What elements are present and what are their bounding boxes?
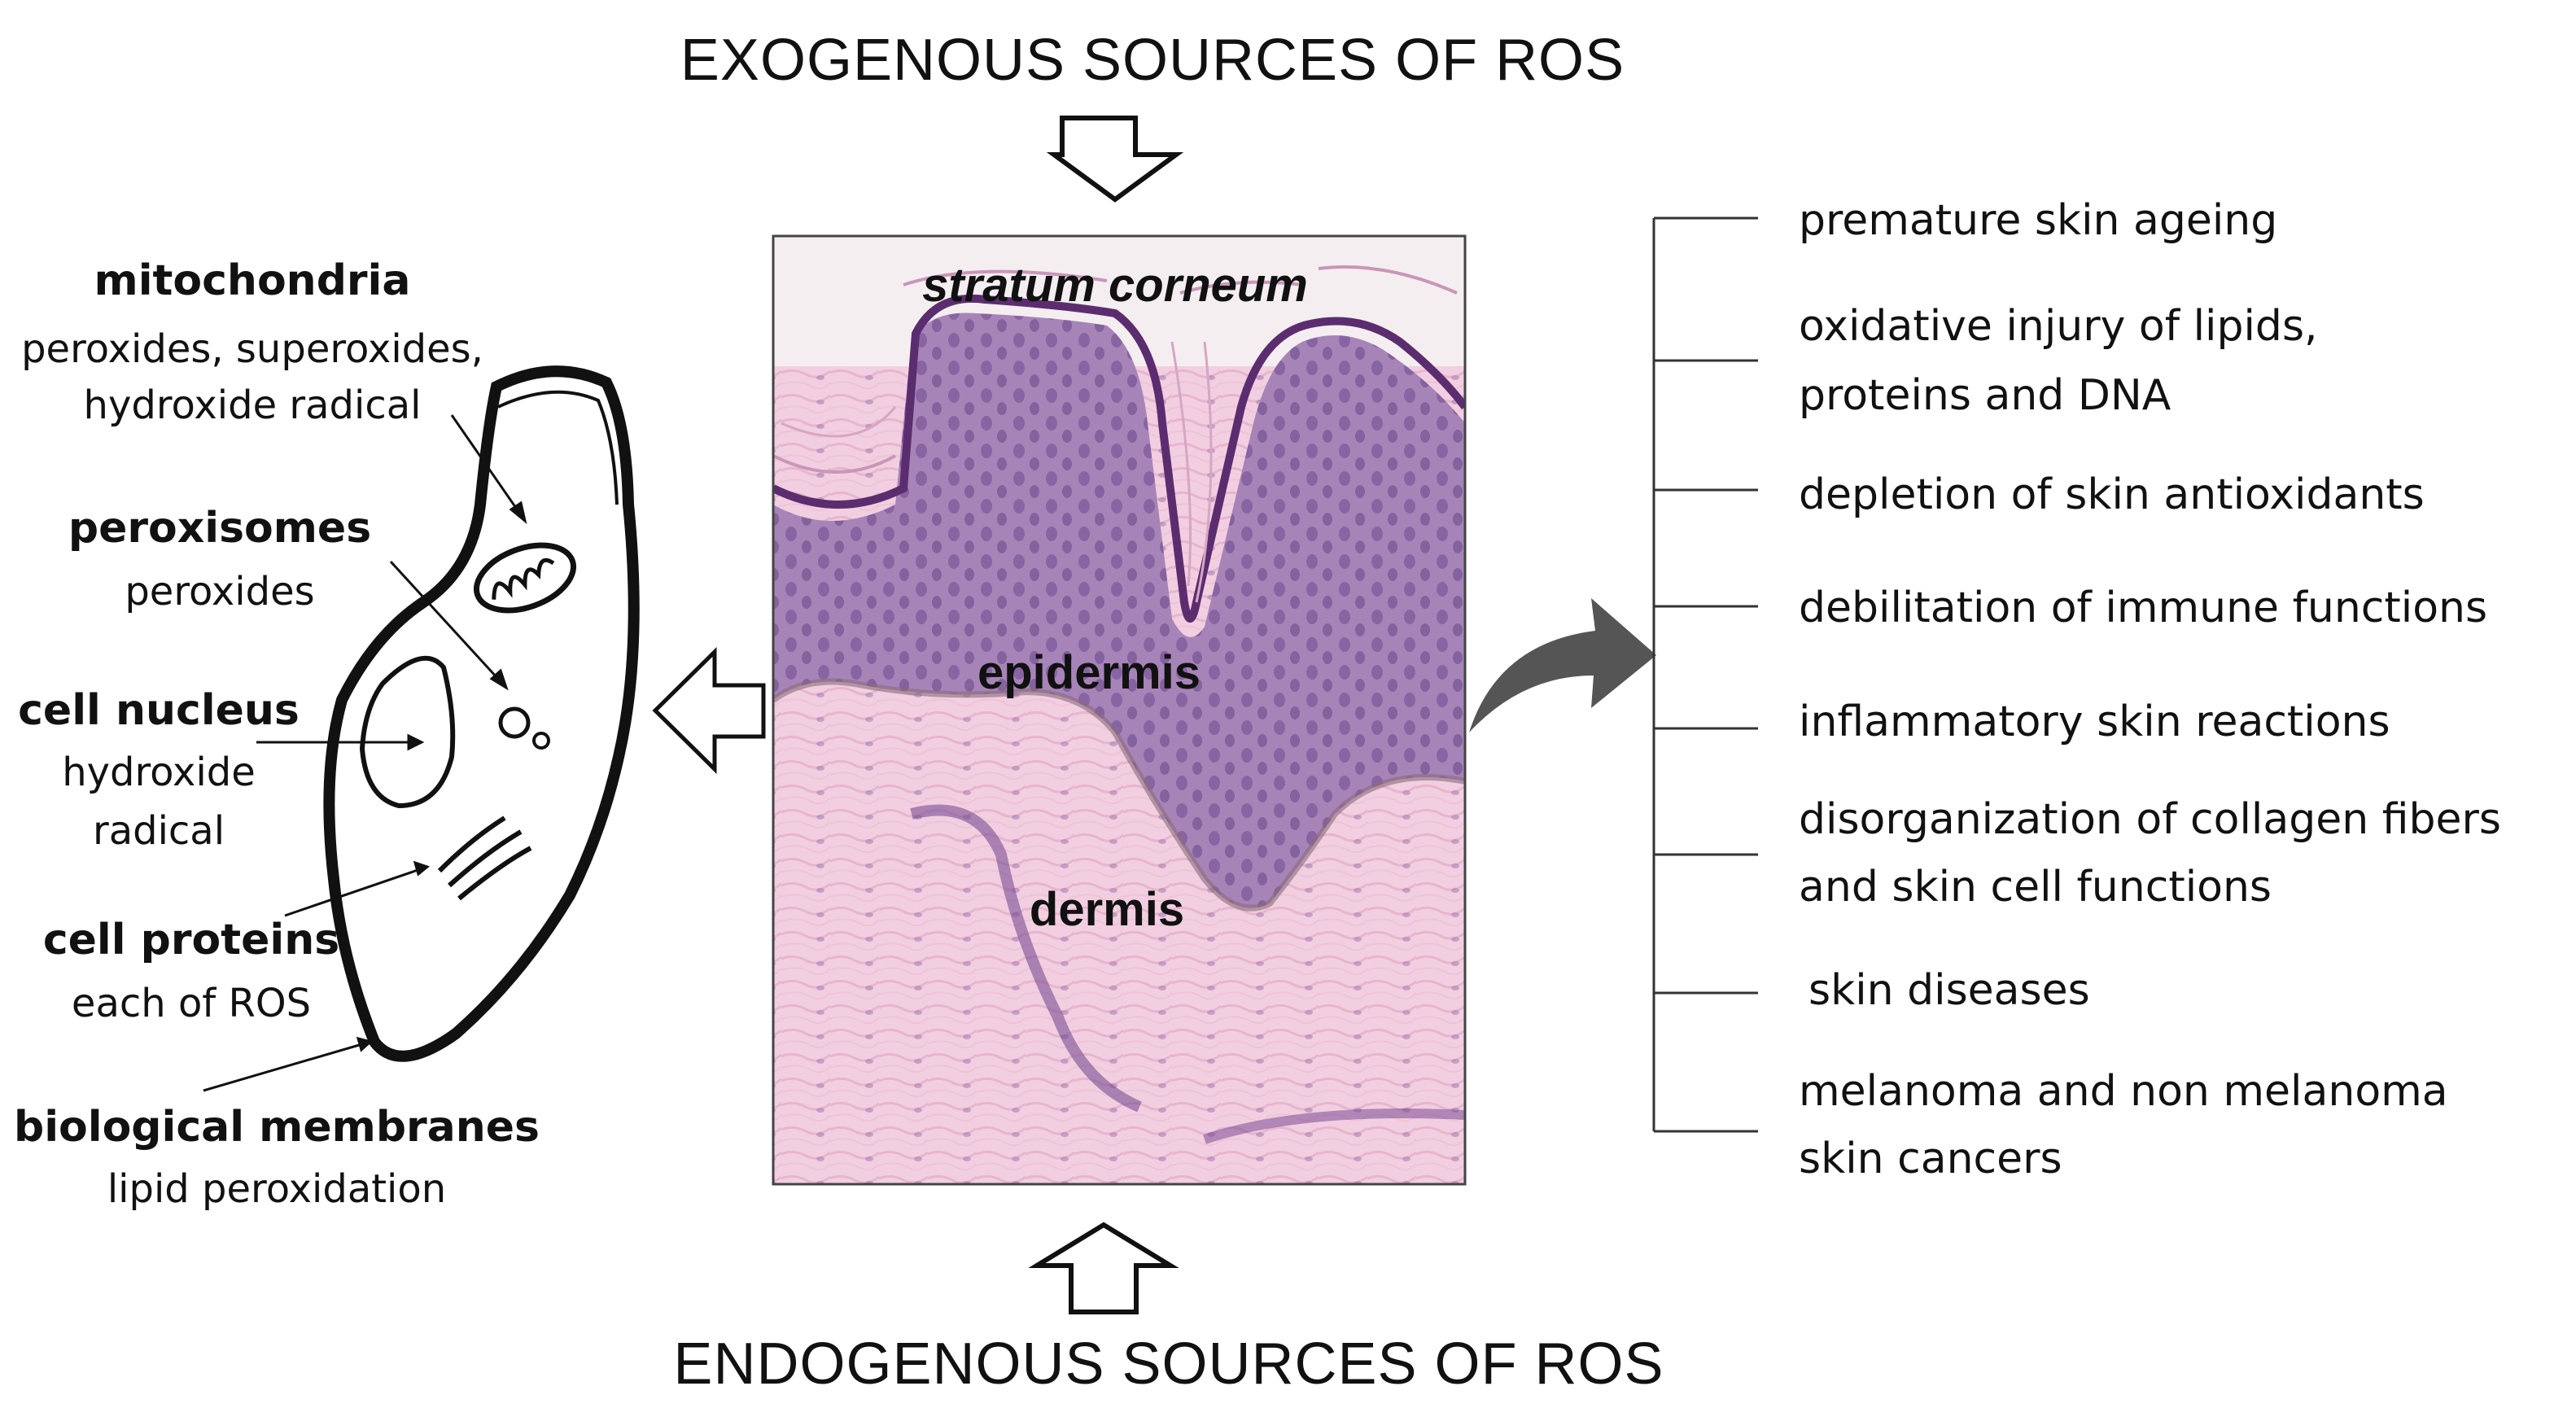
cell-label-mitochondria: mitochondria peroxides, superoxides, hyd… [21, 256, 483, 428]
label-title: peroxisomes [68, 504, 371, 553]
tissue-to-cell-arrow [652, 647, 766, 774]
epidermis-label: epidermis [977, 646, 1201, 699]
effect-item: skin diseases [1808, 966, 2090, 1015]
effects-bracket [1652, 216, 1758, 1133]
cell-membrane [323, 365, 640, 1062]
label-line: peroxides [125, 569, 314, 614]
effect-item: inflammatory skin reactions [1799, 697, 2390, 746]
peroxisome-small [532, 732, 550, 750]
label-line: hydroxide [62, 750, 256, 795]
dermis-label: dermis [1030, 883, 1184, 936]
label-title: cell proteins [43, 916, 339, 964]
cell-label-nucleus: cell nucleus hydroxide radical [18, 686, 300, 854]
effect-item: depletion of skin antioxidants [1799, 470, 2425, 519]
exogenous-arrow-down [1046, 116, 1184, 203]
label-title: biological membranes [14, 1103, 540, 1152]
label-title: cell nucleus [18, 686, 300, 735]
effect-item: premature skin ageing [1799, 196, 2277, 245]
effect-item: oxidative injury of lipids, [1799, 302, 2318, 351]
cell-illustration [323, 365, 640, 1062]
effect-item: skin cancers [1799, 1135, 2062, 1183]
histology-frame [772, 234, 1467, 1186]
peroxisome [498, 706, 531, 739]
effects-list: premature skin ageing oxidative injury o… [1799, 196, 2501, 1183]
exogenous-title: EXOGENOUS SOURCES OF ROS [680, 28, 1625, 93]
nucleus [359, 655, 456, 809]
label-line: each of ROS [72, 981, 311, 1026]
effect-item: and skin cell functions [1799, 863, 2272, 912]
effect-item: melanoma and non melanoma [1799, 1067, 2448, 1116]
endoplasmic-reticulum [437, 816, 532, 901]
skin-histology-image [773, 236, 1465, 1184]
stratum-corneum-label: stratum corneum [922, 259, 1308, 312]
effect-item: debilitation of immune functions [1799, 584, 2487, 632]
endogenous-title: ENDOGENOUS SOURCES OF ROS [673, 1331, 1664, 1397]
mitochondrion [473, 542, 577, 614]
tissue-to-effects-arrow [1469, 598, 1656, 732]
effect-item: proteins and DNA [1799, 371, 2171, 420]
label-title: mitochondria [94, 256, 411, 305]
cell-label-peroxisomes: peroxisomes peroxides [68, 504, 371, 614]
endogenous-arrow-up [1028, 1222, 1179, 1314]
effect-item: disorganization of collagen fibers [1799, 795, 2501, 844]
label-line: lipid peroxidation [107, 1166, 446, 1212]
label-line: peroxides, superoxides, [21, 326, 483, 372]
label-line: radical [93, 808, 225, 854]
pointer-lines [203, 414, 527, 1092]
cell-label-membranes: biological membranes lipid peroxidation [14, 1103, 540, 1212]
label-line: hydroxide radical [84, 383, 422, 428]
cell-label-proteins: cell proteins each of ROS [43, 916, 339, 1026]
